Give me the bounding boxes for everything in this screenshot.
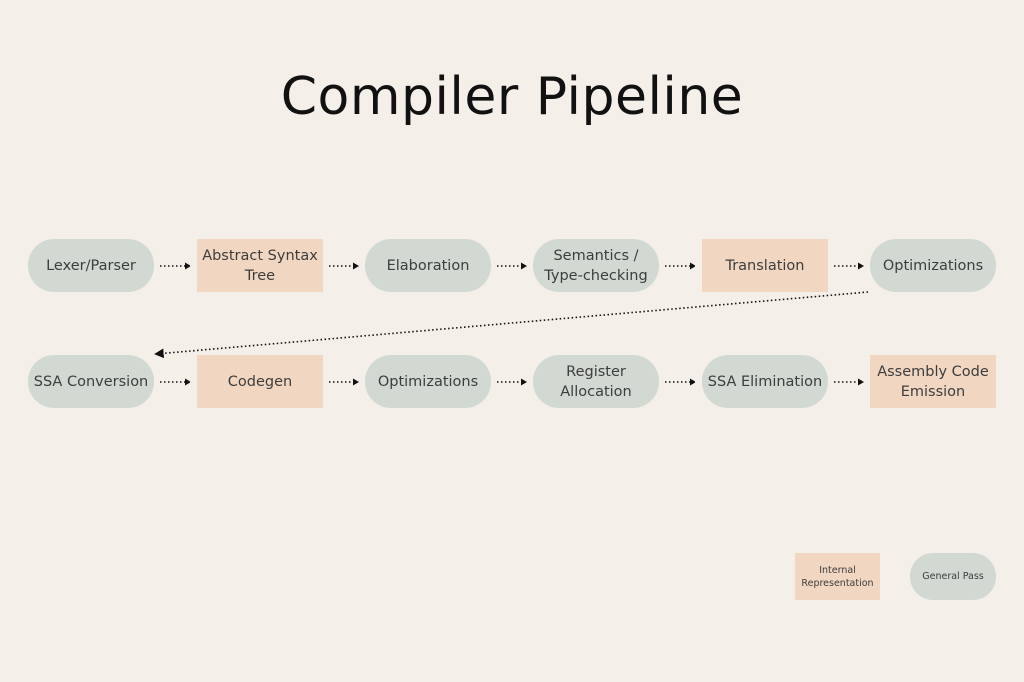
row1-arrow-4 bbox=[665, 262, 695, 269]
legend-internal-representation: Internal Representation bbox=[795, 553, 880, 600]
legend-pass-label: General Pass bbox=[922, 571, 984, 582]
node-label-line: Translation bbox=[725, 257, 805, 274]
row2-arrow-4 bbox=[665, 378, 695, 385]
row2-node-ssa-conversion: SSA Conversion bbox=[28, 355, 154, 408]
legend-general-pass: General Pass bbox=[910, 553, 996, 600]
row2-arrow-2 bbox=[329, 378, 359, 385]
page-title: Compiler Pipeline bbox=[280, 67, 744, 127]
node-label-line: Lexer/Parser bbox=[46, 257, 136, 274]
node-label-line: SSA Elimination bbox=[707, 373, 823, 390]
arrow-row1-to-row2 bbox=[154, 291, 869, 359]
row1-node-elaboration: Elaboration bbox=[365, 239, 491, 292]
legend-ir-line1: Internal bbox=[819, 564, 856, 576]
row1-node-lexer-parser: Lexer/Parser bbox=[28, 239, 154, 292]
node-label-line: Codegen bbox=[227, 373, 293, 390]
row1-arrow-3 bbox=[497, 262, 527, 269]
node-label-line: Semantics / bbox=[553, 247, 639, 264]
row1-node-optimizations: Optimizations bbox=[870, 239, 996, 292]
row1-node-translation: Translation bbox=[702, 239, 828, 292]
node-label-line: Elaboration bbox=[386, 257, 470, 274]
row2-arrow-1 bbox=[160, 378, 190, 385]
legend-ir-line2: Representation bbox=[801, 577, 874, 589]
row1-arrow-2 bbox=[329, 262, 359, 269]
node-label-line: Abstract Syntax bbox=[202, 247, 318, 264]
node-label-line: Optimizations bbox=[882, 257, 984, 274]
node-label-line: Tree bbox=[244, 267, 276, 284]
row2-arrow-3 bbox=[497, 378, 527, 385]
row2-node-codegen: Codegen bbox=[197, 355, 323, 408]
node-label-line: Register bbox=[566, 363, 626, 380]
row1-node-semantics-type-checking: Semantics / Type-checking bbox=[533, 239, 659, 292]
row2-arrow-5 bbox=[834, 378, 864, 385]
node-label-line: Emission bbox=[900, 383, 966, 400]
node-label-line: Type-checking bbox=[544, 267, 648, 284]
node-label-line: Optimizations bbox=[377, 373, 479, 390]
row2-node-optimizations: Optimizations bbox=[365, 355, 491, 408]
node-label-line: Assembly Code bbox=[877, 363, 989, 380]
node-label-line: Allocation bbox=[560, 383, 632, 400]
row1-arrow-5 bbox=[834, 262, 864, 269]
row1-arrow-1 bbox=[160, 262, 190, 269]
node-label-line: SSA Conversion bbox=[33, 373, 149, 390]
row2-node-ssa-elimination: SSA Elimination bbox=[702, 355, 828, 408]
